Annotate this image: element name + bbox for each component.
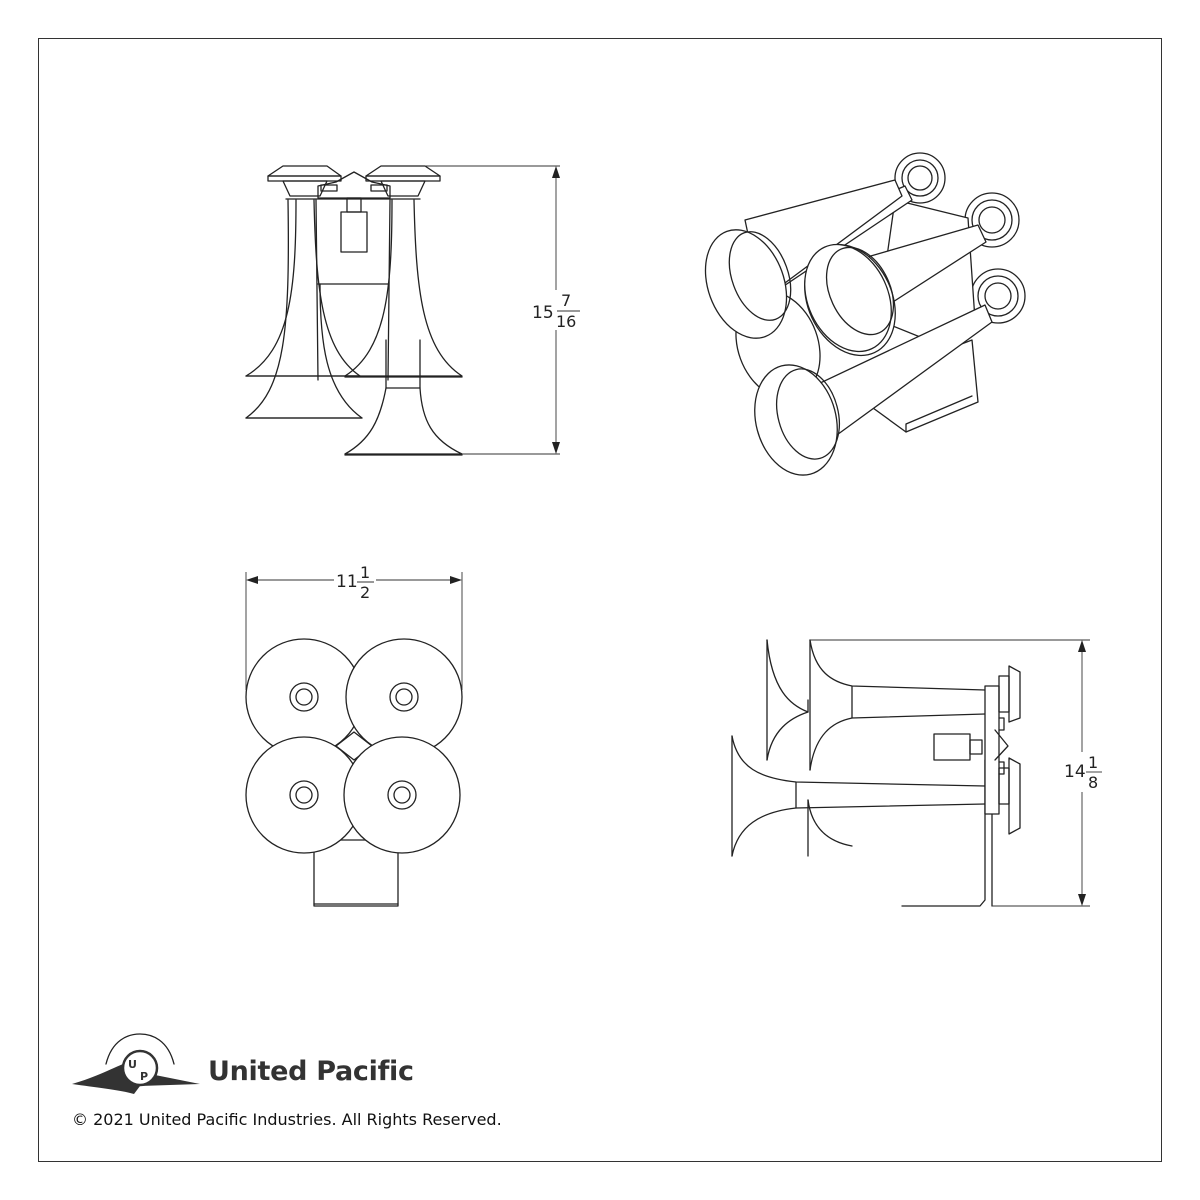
dimension-width: 11 1 2 — [334, 562, 376, 602]
united-pacific-logo: U P — [72, 1033, 200, 1094]
dim-num: 7 — [561, 291, 571, 310]
dim-den: 8 — [1088, 773, 1098, 792]
dim-whole: 15 — [532, 303, 554, 323]
dim-whole: 11 — [336, 572, 358, 592]
copyright-notice: © 2021 United Pacific Industries. All Ri… — [72, 1110, 502, 1129]
svg-text:U: U — [128, 1058, 137, 1071]
end-view — [245, 572, 463, 907]
side-view — [731, 639, 1090, 907]
svg-text:P: P — [140, 1070, 148, 1083]
isometric-view — [704, 152, 1026, 476]
dimension-height-side: 14 1 8 — [1062, 752, 1106, 792]
front-view — [245, 165, 560, 456]
dim-whole: 14 — [1064, 762, 1086, 782]
brand-name: United Pacific — [208, 1056, 414, 1087]
drawing-frame — [38, 38, 1162, 1162]
dim-num: 1 — [1088, 753, 1098, 772]
dim-den: 2 — [360, 583, 370, 602]
dim-num: 1 — [360, 563, 370, 582]
dimension-height-front: 15 7 16 — [530, 290, 584, 331]
dim-den: 16 — [556, 312, 576, 331]
